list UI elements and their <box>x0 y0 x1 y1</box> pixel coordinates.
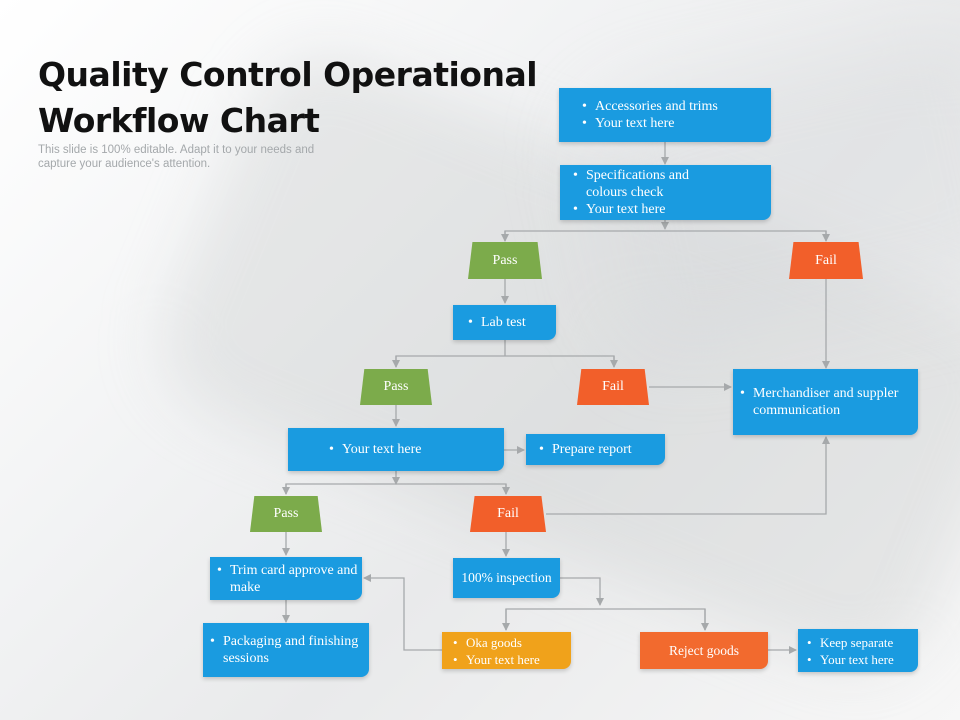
pass-label-3: Pass <box>250 496 322 532</box>
merchandiser-box: Merchandiser and suppler communication <box>733 369 918 435</box>
list-item: Your text here <box>579 115 759 132</box>
list-item: Keep separate <box>804 634 914 651</box>
pass-label-2: Pass <box>360 369 432 405</box>
connector-arrow <box>560 577 604 606</box>
list-item: Accessories and trims <box>579 98 759 115</box>
packaging-box: Packaging and finishing sessions <box>203 623 369 677</box>
list-item: Lab test <box>465 314 548 331</box>
lab-test-box: Lab test <box>453 305 556 340</box>
list-item: Your text here <box>450 651 567 668</box>
connector-line <box>505 608 706 630</box>
connector-line <box>285 483 507 494</box>
page-subtitle: This slide is 100% editable. Adapt it to… <box>38 144 315 170</box>
keep-separate-box: Keep separate Your text here <box>798 629 918 672</box>
list-item: Packaging and finishing sessions <box>207 633 359 667</box>
fail-text: Fail <box>815 252 837 268</box>
fail-label-3: Fail <box>470 496 546 532</box>
specifications-box: Specifications and colours check Your te… <box>560 165 771 220</box>
connector-arrow <box>546 436 830 515</box>
list-item: Specifications and colours check <box>570 167 731 201</box>
trim-card-box: Trim card approve and make <box>210 557 362 600</box>
fail-label-1: Fail <box>789 242 863 279</box>
list-item: Prepare report <box>536 441 659 458</box>
pass-label-1: Pass <box>468 242 542 279</box>
reject-goods-text: Reject goods <box>668 643 740 658</box>
list-item: Your text here <box>326 441 492 458</box>
list-item: Merchandiser and suppler communication <box>737 385 914 419</box>
connector-line <box>504 230 827 241</box>
list-item: Your text here <box>804 651 914 668</box>
prepare-report-box: Prepare report <box>526 434 665 465</box>
pass-text: Pass <box>492 252 518 268</box>
reject-goods-box: Reject goods <box>640 632 768 669</box>
accessories-box: Accessories and trims Your text here <box>559 88 771 142</box>
list-item: Trim card approve and make <box>214 562 360 596</box>
fail-text: Fail <box>602 379 624 394</box>
connector-line <box>395 355 615 367</box>
page-title: Quality Control Operational Workflow Cha… <box>38 55 538 140</box>
connector-arrow <box>363 574 442 651</box>
pass-text: Pass <box>273 506 299 521</box>
fail-text: Fail <box>497 506 519 521</box>
your-text-box: Your text here <box>288 428 504 471</box>
list-item: Oka goods <box>450 634 567 651</box>
oka-goods-box: Oka goods Your text here <box>442 632 571 669</box>
list-item: Your text here <box>570 201 731 218</box>
inspection-text: 100% inspection <box>461 570 552 585</box>
pass-text: Pass <box>383 379 409 394</box>
inspection-box: 100% inspection <box>453 558 560 598</box>
fail-label-2: Fail <box>577 369 649 405</box>
